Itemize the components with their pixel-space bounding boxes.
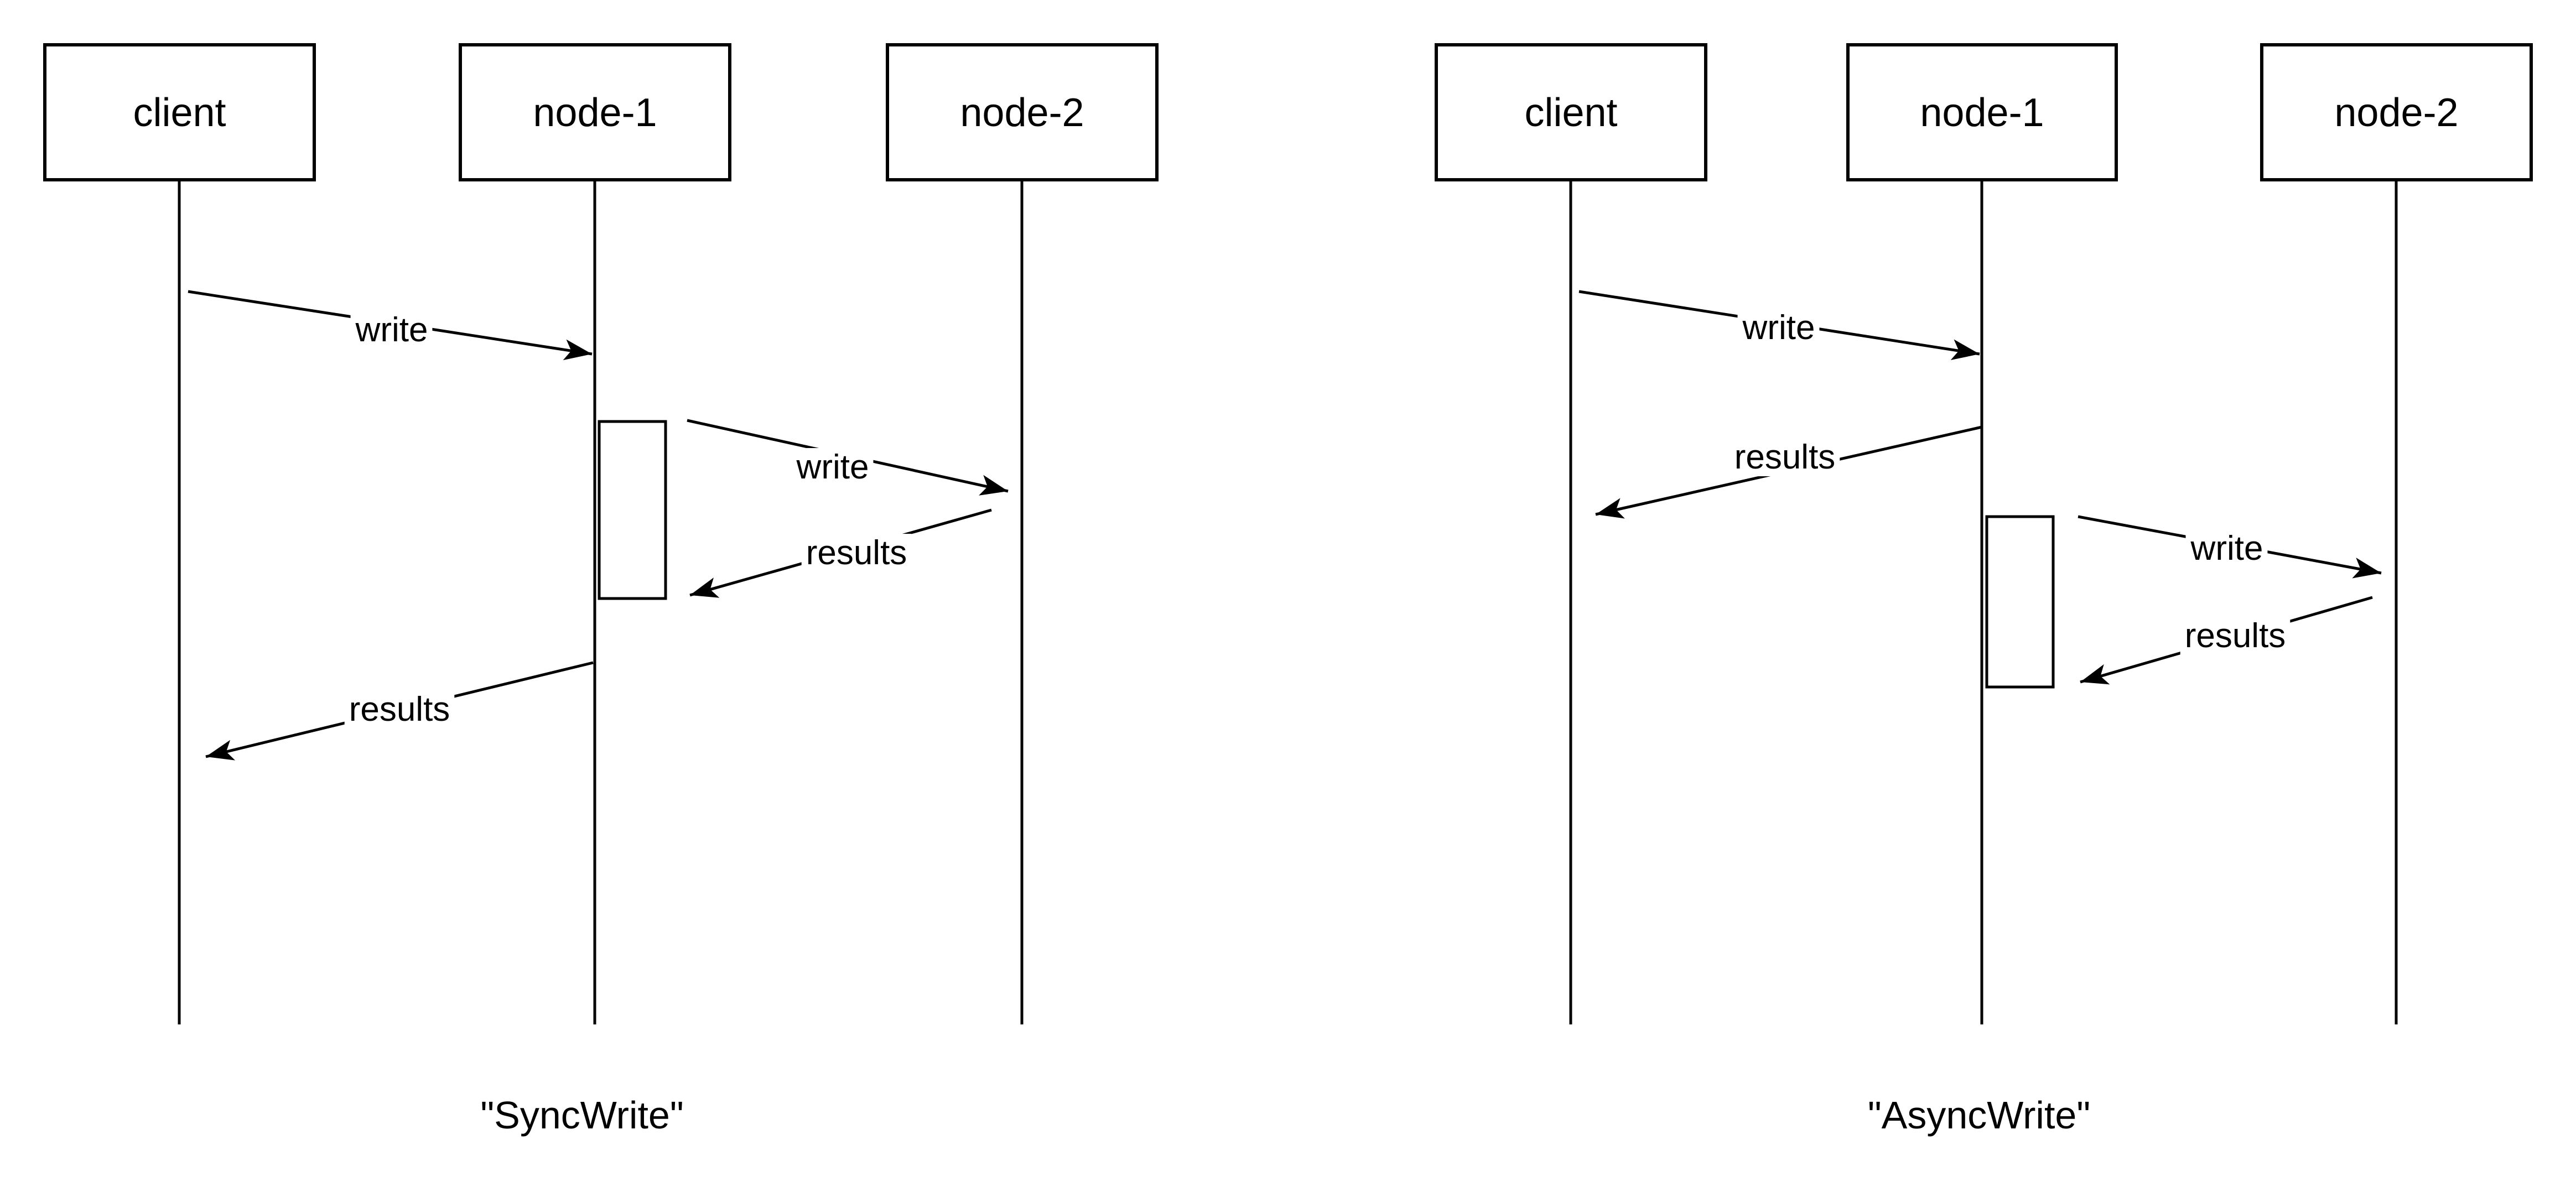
actor-label-client: client [133,91,226,135]
message-label-backdrop [1737,309,1820,347]
message-label: write [355,311,428,349]
message-label-backdrop [2180,617,2291,655]
diagram-async: write results write results client node-1 node… [1435,43,2533,1137]
message-label: results [1734,438,1836,476]
actor-box-client [43,43,316,181]
activation-bar [1985,515,2055,689]
message-label-backdrop [2185,529,2268,568]
actor-box-client [1435,43,1707,181]
actor-label-client: client [1524,91,1617,135]
message-label: results [806,534,907,572]
message-label-backdrop [344,690,455,728]
actor-box-node-2 [2260,43,2533,181]
actor-box-node-1 [1846,43,2118,181]
message-label: results [349,690,450,728]
actor-label-node-1: node-1 [533,91,657,135]
actor-box-node-1 [459,43,731,181]
actor-box-node-2 [886,43,1159,181]
actor-label-node-2: node-2 [2334,91,2458,135]
actor-label-node-1: node-1 [1920,91,2044,135]
message-label-backdrop [801,534,912,572]
caption-sync: "SyncWrite" [480,1094,683,1137]
message-label-backdrop [350,311,433,349]
diagram-sync: write write results results client node-1 node… [43,43,1159,1137]
message-label-backdrop [791,448,874,486]
message-label: write [1742,309,1815,347]
message-label-backdrop [1730,438,1840,476]
activation-bar [598,420,667,600]
message-label: results [2185,617,2286,655]
message-label: write [796,448,869,486]
caption-async: "AsyncWrite" [1868,1094,2090,1137]
message-label: write [2190,529,2263,568]
actor-label-node-2: node-2 [960,91,1084,135]
